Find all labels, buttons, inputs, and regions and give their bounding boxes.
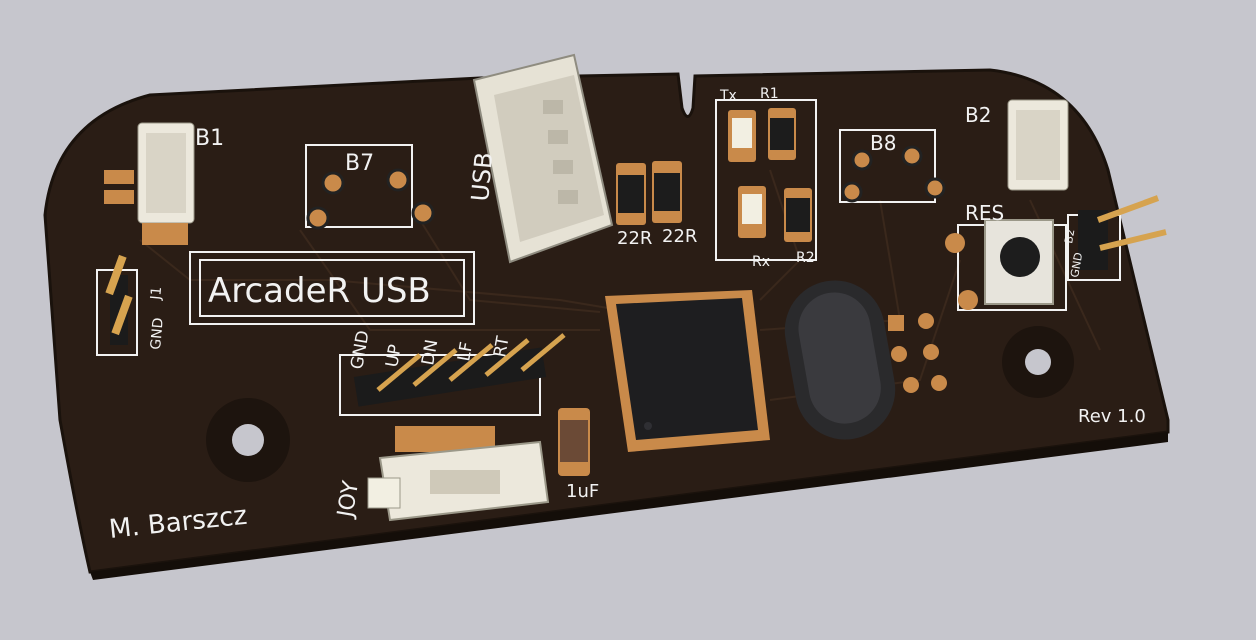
- mounting-hole-icon: [206, 398, 290, 482]
- j1-gnd-label: GND: [148, 317, 167, 350]
- r1-resistor: [768, 108, 796, 160]
- b7-outline: [305, 144, 413, 228]
- b1-label: B1: [195, 126, 224, 151]
- b2-pin-label: B2: [1062, 228, 1077, 245]
- joy-header-outline: [339, 354, 541, 416]
- res-22r-b-label: 22R: [662, 226, 697, 247]
- qfp-ic-icon: [605, 290, 770, 452]
- b7-pad: [386, 168, 410, 192]
- joy-pin-labels: GND UP DN LF RT: [347, 329, 513, 371]
- tx-led: [728, 110, 756, 162]
- b7-pad: [306, 206, 330, 230]
- b7-label: B7: [345, 151, 374, 176]
- resistor-22r-a: [616, 163, 646, 225]
- joy-pin-lf: LF: [454, 340, 477, 362]
- isp-pads: [888, 313, 947, 393]
- r2-label: R2: [796, 250, 815, 266]
- led-area-outline: [715, 99, 817, 261]
- b8-pad: [924, 177, 946, 199]
- resistor-22r-b: [652, 161, 682, 223]
- tactile-switch-icon: [945, 219, 1054, 310]
- b2-gnd-label: GND: [1068, 251, 1085, 278]
- b7-pad: [321, 171, 345, 195]
- usb-label: USB: [466, 151, 498, 203]
- board-title: ArcadeR USB: [208, 271, 431, 311]
- joy-pin-dn: DN: [418, 338, 442, 367]
- b2-connector: [1007, 99, 1069, 191]
- b1-connector: [104, 122, 195, 245]
- rx-led: [738, 186, 766, 238]
- b8-pad: [851, 149, 873, 171]
- b2-label: B2: [965, 103, 991, 127]
- res-22r-a-label: 22R: [617, 228, 652, 249]
- pcb-edge: [90, 432, 1168, 580]
- b8-pad: [901, 145, 923, 167]
- b8-pad: [841, 181, 863, 203]
- tx-label: Tx: [719, 88, 737, 104]
- rx-label: Rx: [752, 254, 770, 270]
- crystal-oscillator-icon: [784, 280, 896, 440]
- r1-label: R1: [760, 86, 779, 102]
- joy-pin-up: UP: [382, 343, 406, 369]
- revision-label: Rev 1.0: [1078, 406, 1146, 427]
- usb-connector-icon: [472, 53, 614, 264]
- cap-1uf-label: 1uF: [566, 481, 599, 502]
- title-box-outer: [189, 251, 475, 325]
- j1-name-label: J1: [148, 286, 165, 301]
- joy-pin-rt: RT: [490, 334, 513, 359]
- title-box-inner: [199, 259, 465, 317]
- joy-header-pins: [376, 333, 566, 392]
- res-label: RES: [965, 201, 1004, 225]
- joy-connector: [367, 426, 550, 522]
- b7-pad: [411, 201, 435, 225]
- b8-label: B8: [870, 131, 896, 155]
- capacitor-1uf: [558, 408, 590, 476]
- mounting-hole-icon: [1002, 326, 1074, 398]
- r2-resistor: [784, 188, 812, 242]
- pcb-board: [43, 68, 1170, 574]
- b8-outline: [839, 129, 936, 203]
